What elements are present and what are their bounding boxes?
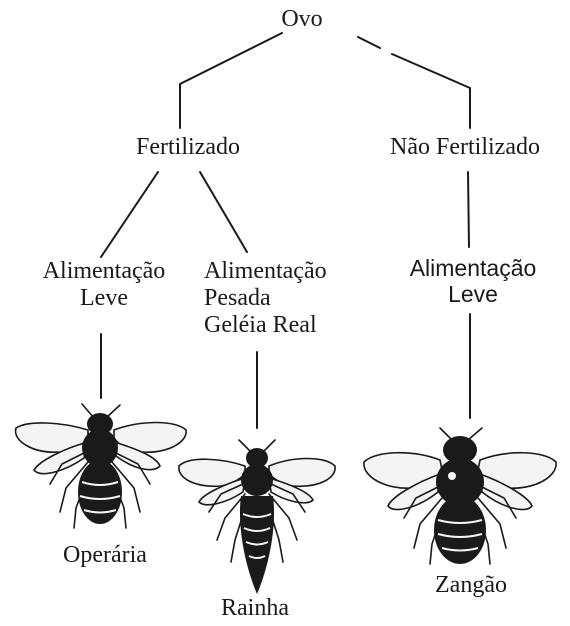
link-egg-unfertilized [357, 36, 471, 129]
fertilized-label: Fertilizado [136, 134, 240, 160]
drone-feeding-line-1: Alimentação [409, 255, 537, 281]
worker-label: Operária [63, 542, 147, 568]
worker-feeding-node: Alimentação Leve [27, 258, 181, 312]
worker-feeding-line-1: Alimentação [42, 258, 166, 284]
drone-bee-icon [363, 427, 557, 565]
link-unfertilized-drone-feeding [467, 171, 470, 248]
queen-feeding-node: Alimentação Pesada Geléia Real [204, 258, 364, 339]
worker-caption: Operária [30, 542, 180, 569]
worker-feeding-line-2: Leve [80, 284, 128, 311]
fertilized-node: Fertilizado [113, 134, 263, 161]
queen-bee-icon [178, 439, 336, 594]
drone-feeding-node: Alimentação Leve [398, 255, 548, 308]
queen-caption: Rainha [190, 595, 320, 622]
worker-bee-icon [14, 403, 187, 529]
queen-feeding-line-1: Alimentação [204, 258, 327, 284]
drone-feeding-line-2: Leve [448, 280, 498, 307]
queen-feeding-line-3: Geléia Real [204, 311, 317, 338]
link-fertilized-worker-feeding [100, 171, 159, 258]
unfertilized-node: Não Fertilizado [370, 134, 560, 161]
link-fertilized-queen-feeding [199, 171, 248, 253]
drone-caption: Zangão [396, 572, 546, 599]
egg-node: Ovo [262, 6, 342, 33]
queen-feeding-line-2: Pesada [204, 284, 271, 311]
unfertilized-label: Não Fertilizado [390, 134, 540, 160]
link-egg-fertilized [179, 32, 283, 129]
queen-label: Rainha [221, 595, 289, 621]
drone-label: Zangão [435, 572, 507, 598]
egg-label: Ovo [281, 6, 323, 32]
